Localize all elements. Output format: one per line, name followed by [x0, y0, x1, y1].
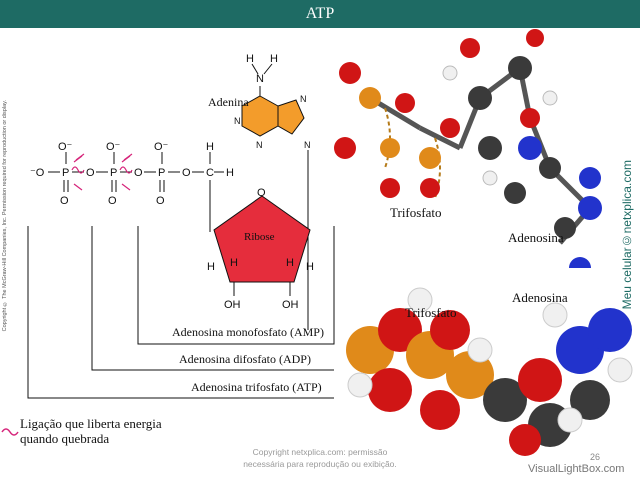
adenina-label: Adenina — [208, 95, 249, 109]
adenine-h2: H — [270, 53, 278, 65]
formula-h-c5-right: H — [226, 167, 234, 179]
formula-p3: P — [158, 167, 165, 179]
formula-o-p1-bottom: O — [60, 195, 69, 207]
ribose-h-left: H — [207, 261, 215, 273]
formula-o-p2-top: O⁻ — [106, 141, 121, 153]
atp-label: Adenosina trifosfato (ATP) — [191, 380, 322, 394]
trifosfato-top-label: Trifosfato — [390, 205, 442, 220]
ribose-ring — [213, 195, 311, 283]
formula-o-bridge3: O — [182, 167, 191, 179]
copyright-notice: Copyright netxplica.com: permissão neces… — [243, 447, 397, 469]
amp-label: Adenosina monofosfato (AMP) — [172, 325, 324, 339]
formula-c5: C — [206, 167, 214, 179]
formula-p1: P — [62, 167, 69, 179]
ribose-h-right: H — [306, 261, 314, 273]
ribose-oh-left: OH — [224, 299, 241, 311]
atp-structural-formula: ⁻O P O⁻ O O P O⁻ O O P O⁻ O O C H H — [1, 53, 335, 436]
adenine-h1: H — [246, 53, 254, 65]
page-number: 26 — [590, 452, 601, 462]
nucleotide-brackets — [27, 226, 335, 399]
adenosina-top-label: Adenosina — [508, 230, 564, 245]
ribose-label: Ribose — [244, 231, 275, 243]
ribose-oh-right: OH — [282, 299, 299, 311]
adp-label: Adenosina difosfato (ADP) — [179, 352, 311, 366]
adenine-n7: N — [300, 94, 307, 104]
space-filling-model — [346, 287, 633, 456]
adenine-n-amine: N — [256, 73, 264, 85]
ball-and-stick-model — [334, 29, 602, 268]
formula-h-c5-top: H — [206, 141, 214, 153]
adenosina-bottom-label: Adenosina — [512, 290, 568, 305]
adenine-n9: N — [304, 140, 311, 150]
adenine-ring-5 — [277, 99, 305, 135]
energy-bond-marks — [71, 153, 133, 191]
formula-o-bridge2: O — [134, 167, 143, 179]
formula-o-p2-bottom: O — [108, 195, 117, 207]
legend-bond-icon — [1, 428, 19, 436]
trifosfato-bottom-label: Trifosfato — [405, 305, 457, 320]
formula-o-p3-bottom: O — [156, 195, 165, 207]
formula-o-bridge1: O — [86, 167, 95, 179]
formula-p2: P — [110, 167, 117, 179]
formula-o-minus-left: ⁻O — [30, 167, 45, 179]
adenine-n3: N — [256, 140, 263, 150]
formula-o-p3-top: O⁻ — [154, 141, 169, 153]
slide-title: ATP — [0, 0, 640, 28]
adenine-n1: N — [234, 116, 241, 126]
legend-text: Ligação que liberta energia quando quebr… — [20, 416, 162, 446]
formula-o-p1-top: O⁻ — [58, 141, 73, 153]
visuallightbox-watermark: VisualLightBox.com — [528, 463, 625, 475]
ribose-h-mid2: H — [286, 257, 294, 269]
ribose-h-mid1: H — [230, 257, 238, 269]
ribose-o: O — [257, 187, 266, 199]
